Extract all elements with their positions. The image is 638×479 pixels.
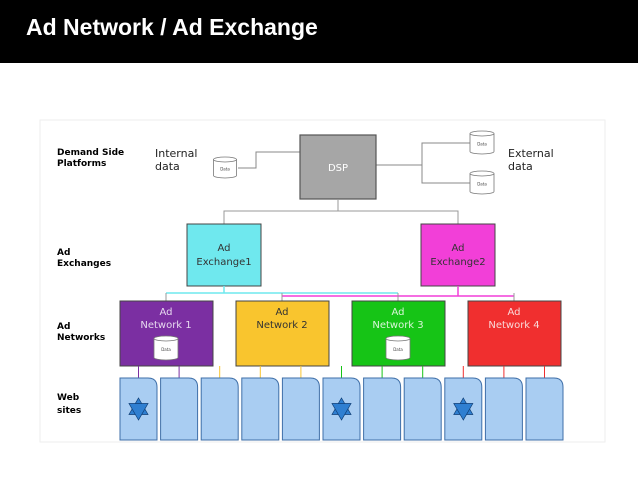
cylinder-top [469,170,495,177]
exchange-2-label-line2: Exchange2 [430,257,485,268]
star-triangle-down [331,403,352,421]
network-3-box [351,300,446,367]
row-label-networks-1: Ad [57,322,70,332]
external-data-label-1: External [508,147,554,160]
website-7-page [363,377,402,441]
data-label: Data [393,347,403,352]
row-label-exchanges-1: Ad [57,248,70,258]
website-2-page [160,377,199,441]
network-3-data-icon: Data [385,335,411,361]
network-4-box [467,300,562,367]
row-label-websites-1: Web [57,393,80,403]
cylinder-body [469,133,495,155]
data-label: Data [220,167,230,172]
cylinder-body [213,159,237,179]
external-data-icon-2: Data [469,170,495,195]
dsp-box [299,134,377,200]
network-1-data-icon: Data [153,335,179,361]
external-data-label-2: data [508,160,533,173]
network-3-label-line1: Ad [391,307,404,318]
internal-data-label-1: Internal [155,147,197,160]
cylinder-body [385,338,411,361]
cylinder-top [469,130,495,137]
external-data-connector [421,142,470,184]
internal-data-icon: Data [213,156,237,179]
exchange-1-label-line1: Ad [217,243,230,254]
network-4-label-line1: Ad [507,307,520,318]
row-label-networks-2: Networks [57,333,105,343]
cylinder-top [153,335,179,342]
dsp-exchange1-connector [223,199,339,224]
cylinder-top [385,335,411,342]
website-10-page [484,377,523,441]
network-2-label-line1: Ad [275,307,288,318]
website-8-page [403,377,442,441]
network-1-label-line2: Network 1 [140,320,191,331]
title-bar: Ad Network / Ad Exchange [0,0,638,63]
website-11-page [525,377,564,441]
network-2-label-line2: Network 2 [256,320,307,331]
star-triangle-down [128,403,149,421]
cylinder-body [469,173,495,195]
row-label-dsp-1: Demand Side [57,148,124,158]
website-3-page [200,377,239,441]
exchange-1-label-line2: Exchange1 [196,257,251,268]
external-data-icon-1: Data [469,130,495,155]
data-label: Data [477,182,487,187]
network-2-box [235,300,330,367]
website-1-star-icon [128,397,149,421]
dsp-label: DSP [328,163,348,174]
internal-data-label-2: data [155,160,180,173]
exchange-2-box [420,223,496,287]
star-triangle-down [453,403,474,421]
row-label-websites-2: sites [57,406,81,416]
data-label: Data [477,142,487,147]
website-6-star-icon [331,397,352,421]
exchange-2-label-line1: Ad [451,243,464,254]
slide-title: Ad Network / Ad Exchange [26,14,318,40]
internal-data-connector [238,151,300,169]
website-4-page [241,377,280,441]
row-label-exchanges-2: Exchanges [57,259,111,269]
network-3-label-line2: Network 3 [372,320,423,331]
website-5-page [281,377,320,441]
exchange-1-box [186,223,262,287]
website-9-star-icon [453,397,474,421]
cylinder-top [213,156,237,163]
network-1-label-line1: Ad [159,307,172,318]
cylinder-body [153,338,179,361]
data-label: Data [161,347,171,352]
network-4-label-line2: Network 4 [488,320,539,331]
row-label-dsp-2: Platforms [57,159,106,169]
dsp-exchange2-connector [338,210,459,224]
